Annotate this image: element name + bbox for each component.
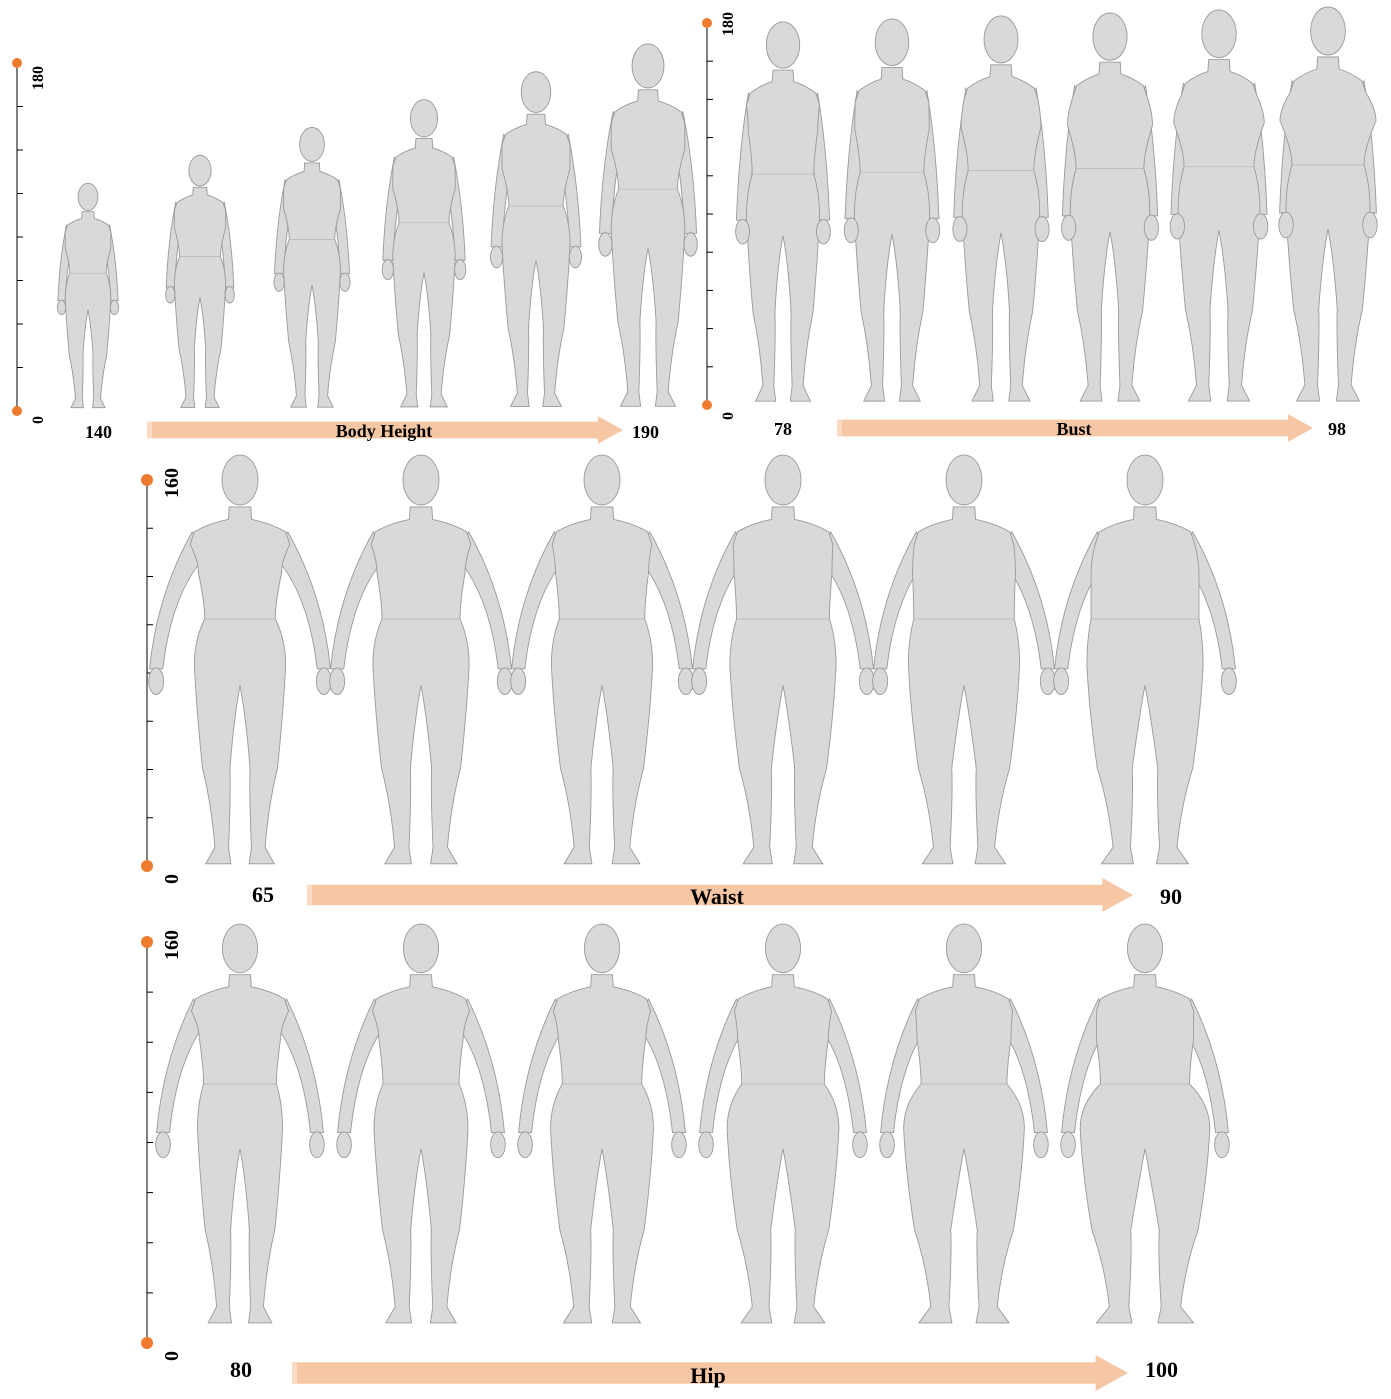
scale-top-dot bbox=[141, 936, 153, 948]
hip-arrow: Hip bbox=[290, 1355, 1130, 1393]
body-mesh-figure bbox=[274, 127, 350, 407]
scale-bottom-dot bbox=[702, 400, 712, 410]
hip-panel: 160 0 80 Hip 100 bbox=[0, 915, 1391, 1399]
body-mesh-figure bbox=[1170, 10, 1268, 401]
body-mesh-figure bbox=[337, 924, 505, 1323]
waist-panel: 160 0 65 Waist 90 bbox=[0, 450, 1391, 915]
waist-arrow: Waist bbox=[305, 878, 1135, 914]
body-mesh-figure bbox=[330, 455, 513, 864]
bust-arrow-label: Bust bbox=[1056, 419, 1091, 439]
waist-from-value: 65 bbox=[252, 884, 274, 906]
waist-figures bbox=[165, 450, 1265, 875]
scale-top-dot bbox=[141, 474, 153, 486]
hip-from-value: 80 bbox=[230, 1359, 252, 1381]
body-mesh-figure bbox=[1054, 455, 1237, 864]
body-mesh-figure bbox=[382, 100, 466, 407]
height-arrow-label: Body Height bbox=[336, 421, 433, 441]
body-mesh-figure bbox=[511, 455, 694, 864]
height-figures bbox=[30, 40, 670, 420]
body-mesh-figure bbox=[873, 455, 1056, 864]
scale-bottom-dot bbox=[12, 406, 22, 416]
scale-min-label: 0 bbox=[161, 874, 183, 884]
height-from-value: 140 bbox=[85, 423, 112, 441]
bust-to-value: 98 bbox=[1328, 420, 1346, 438]
body-mesh-figure bbox=[149, 455, 332, 864]
body-mesh-figure bbox=[1062, 13, 1159, 401]
height-arrow: Body Height bbox=[145, 416, 625, 446]
body-mesh-figure bbox=[518, 924, 686, 1323]
body-mesh-figure bbox=[699, 924, 867, 1323]
bust-from-value: 78 bbox=[774, 420, 792, 438]
body-mesh-figure bbox=[880, 924, 1048, 1323]
bust-arrow: Bust bbox=[835, 414, 1315, 444]
waist-to-value: 90 bbox=[1160, 886, 1182, 908]
body-mesh-figure bbox=[1061, 924, 1229, 1323]
body-mesh-figure bbox=[1279, 7, 1377, 401]
scale-top-dot bbox=[702, 18, 712, 28]
body-mesh-figure bbox=[57, 183, 118, 408]
scale-bottom-dot bbox=[141, 1337, 153, 1349]
hip-arrow-label: Hip bbox=[690, 1363, 725, 1388]
scale-bottom-dot bbox=[141, 860, 153, 872]
bust-panel: 180 0 78 Bust 98 bbox=[690, 0, 1391, 450]
body-mesh-figure bbox=[953, 16, 1049, 401]
hip-figures bbox=[165, 915, 1265, 1335]
bust-figures bbox=[728, 5, 1378, 415]
scale-top-dot bbox=[12, 58, 22, 68]
scale-min-label: 0 bbox=[161, 1351, 183, 1361]
body-mesh-figure bbox=[490, 72, 581, 407]
body-mesh-figure bbox=[599, 44, 698, 406]
body-height-panel: 180 0 140 Body Height 190 bbox=[0, 0, 690, 450]
body-mesh-figure bbox=[156, 924, 324, 1323]
body-mesh-figure bbox=[844, 19, 939, 401]
body-mesh-figure bbox=[736, 22, 831, 401]
hip-to-value: 100 bbox=[1145, 1359, 1178, 1381]
body-mesh-figure bbox=[692, 455, 875, 864]
waist-arrow-label: Waist bbox=[690, 884, 744, 909]
body-mesh-figure bbox=[166, 155, 235, 407]
height-to-value: 190 bbox=[632, 423, 659, 441]
